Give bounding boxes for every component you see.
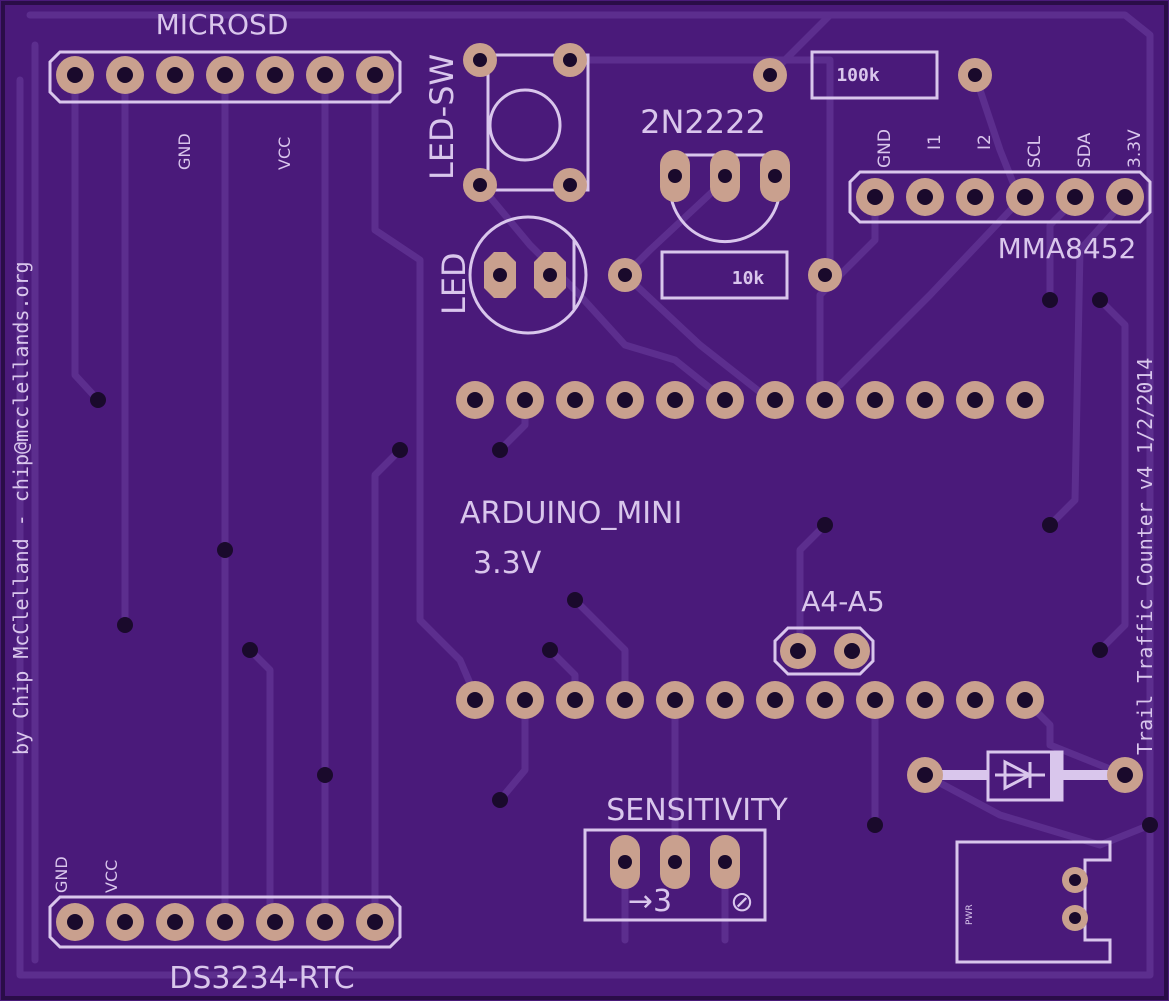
- mma8452-header: GND I1 I2 SCL SDA 3.3V MMA8452: [848, 129, 1152, 265]
- copper-traces: [16, 11, 1154, 979]
- arduino-top-hole-9: [867, 392, 883, 408]
- resistor-100k: 100k: [753, 50, 992, 100]
- pwr-label: PWR: [965, 904, 975, 925]
- microsd-hole-5: [267, 67, 283, 83]
- board-title-label: Trail Traffic Counter v4 1/2/2014: [1133, 358, 1157, 755]
- microsd-hole-4: [217, 67, 233, 83]
- mma8452-label: MMA8452: [998, 232, 1137, 265]
- rtc-hole-5: [267, 914, 283, 930]
- microsd-gnd-label: GND: [175, 133, 194, 170]
- mma-hole-5: [1067, 189, 1083, 205]
- arduino-bottom-hole-10: [917, 692, 933, 708]
- arduino-bottom-hole-8: [817, 692, 833, 708]
- arduino-bottom-hole-3: [567, 692, 583, 708]
- mma-33v-label: 3.3V: [1125, 129, 1145, 168]
- mma-i2-label: I2: [975, 134, 995, 150]
- arduino-bottom-hole-7: [767, 692, 783, 708]
- arduino-bottom-hole-12: [1017, 692, 1033, 708]
- mma-hole-1: [867, 189, 883, 205]
- rtc-hole-4: [217, 914, 233, 930]
- transistor-2n2222: 2N2222: [640, 103, 790, 244]
- a4a5-label: A4-A5: [801, 585, 884, 618]
- rtc-hole-7: [367, 914, 383, 930]
- arduino-bottom-hole-11: [967, 692, 983, 708]
- led-switch: LED-SW: [423, 43, 590, 202]
- sensitivity-pot: SENSITIVITY →3 ⊘: [583, 793, 788, 922]
- pot-arrow-label: →3: [628, 884, 672, 919]
- arduino-top-hole-6: [717, 392, 733, 408]
- arduino-bottom-hole-4: [617, 692, 633, 708]
- led: LED: [435, 215, 588, 335]
- arduino-top-hole-5: [667, 392, 683, 408]
- arduino-top-hole-1: [467, 392, 483, 408]
- mma-hole-6: [1117, 189, 1133, 205]
- arduino-bottom-hole-2: [517, 692, 533, 708]
- arduino-top-hole-4: [617, 392, 633, 408]
- microsd-header: MICROSD GND VCC: [48, 8, 402, 170]
- microsd-hole-7: [367, 67, 383, 83]
- rtc-vcc-label: VCC: [102, 860, 121, 893]
- led-label: LED: [435, 252, 473, 315]
- r10k-label: 10k: [732, 268, 765, 289]
- arduino-top-hole-10: [917, 392, 933, 408]
- rtc-gnd-label: GND: [52, 856, 71, 893]
- arduino-bottom-hole-1: [467, 692, 483, 708]
- microsd-vcc-label: VCC: [275, 137, 294, 170]
- arduino-voltage-label: 3.3V: [473, 546, 542, 581]
- mma-hole-3: [967, 189, 983, 205]
- rtc-hole-1: [67, 914, 83, 930]
- arduino-bottom-hole-5: [667, 692, 683, 708]
- arduino-top-hole-8: [817, 392, 833, 408]
- r100k-label: 100k: [836, 65, 880, 86]
- arduino-bottom-hole-9: [867, 692, 883, 708]
- arduino-label: ARDUINO_MINI: [460, 496, 682, 531]
- mma-scl-label: SCL: [1025, 135, 1045, 168]
- mma-gnd-label: GND: [875, 129, 895, 168]
- mma-hole-2: [917, 189, 933, 205]
- ds3234-label: DS3234-RTC: [169, 961, 355, 996]
- rtc-hole-3: [167, 914, 183, 930]
- arduino-top-hole-3: [567, 392, 583, 408]
- led-sw-label: LED-SW: [423, 54, 461, 180]
- rtc-hole-6: [317, 914, 333, 930]
- resistor-10k: 10k: [608, 250, 842, 300]
- diode: [907, 750, 1143, 802]
- arduino-top-hole-12: [1017, 392, 1033, 408]
- arduino-top-hole-7: [767, 392, 783, 408]
- vias: [90, 292, 1158, 833]
- arduino-top-hole-2: [517, 392, 533, 408]
- mma-sda-label: SDA: [1075, 132, 1095, 168]
- microsd-hole-6: [317, 67, 333, 83]
- mma-i1-label: I1: [925, 134, 945, 150]
- arduino-bottom-hole-6: [717, 692, 733, 708]
- arduino-top-hole-11: [967, 392, 983, 408]
- pot-knob-icon: ⊘: [730, 885, 753, 918]
- transistor-label: 2N2222: [640, 103, 766, 141]
- power-jack: PWR: [955, 840, 1112, 964]
- rtc-hole-2: [117, 914, 133, 930]
- microsd-hole-3: [167, 67, 183, 83]
- microsd-label: MICROSD: [156, 8, 289, 41]
- credit-label: by Chip McClelland - chip@mcclellands.or…: [9, 261, 33, 755]
- arduino-mini: ARDUINO_MINI 3.3V: [456, 381, 1044, 719]
- microsd-hole-2: [117, 67, 133, 83]
- a4-a5-jumper: A4-A5: [773, 585, 885, 676]
- sensitivity-label: SENSITIVITY: [606, 793, 788, 828]
- ds3234-header: GND VCC DS3234-RTC: [48, 856, 402, 996]
- mma-hole-4: [1017, 189, 1033, 205]
- microsd-hole-1: [67, 67, 83, 83]
